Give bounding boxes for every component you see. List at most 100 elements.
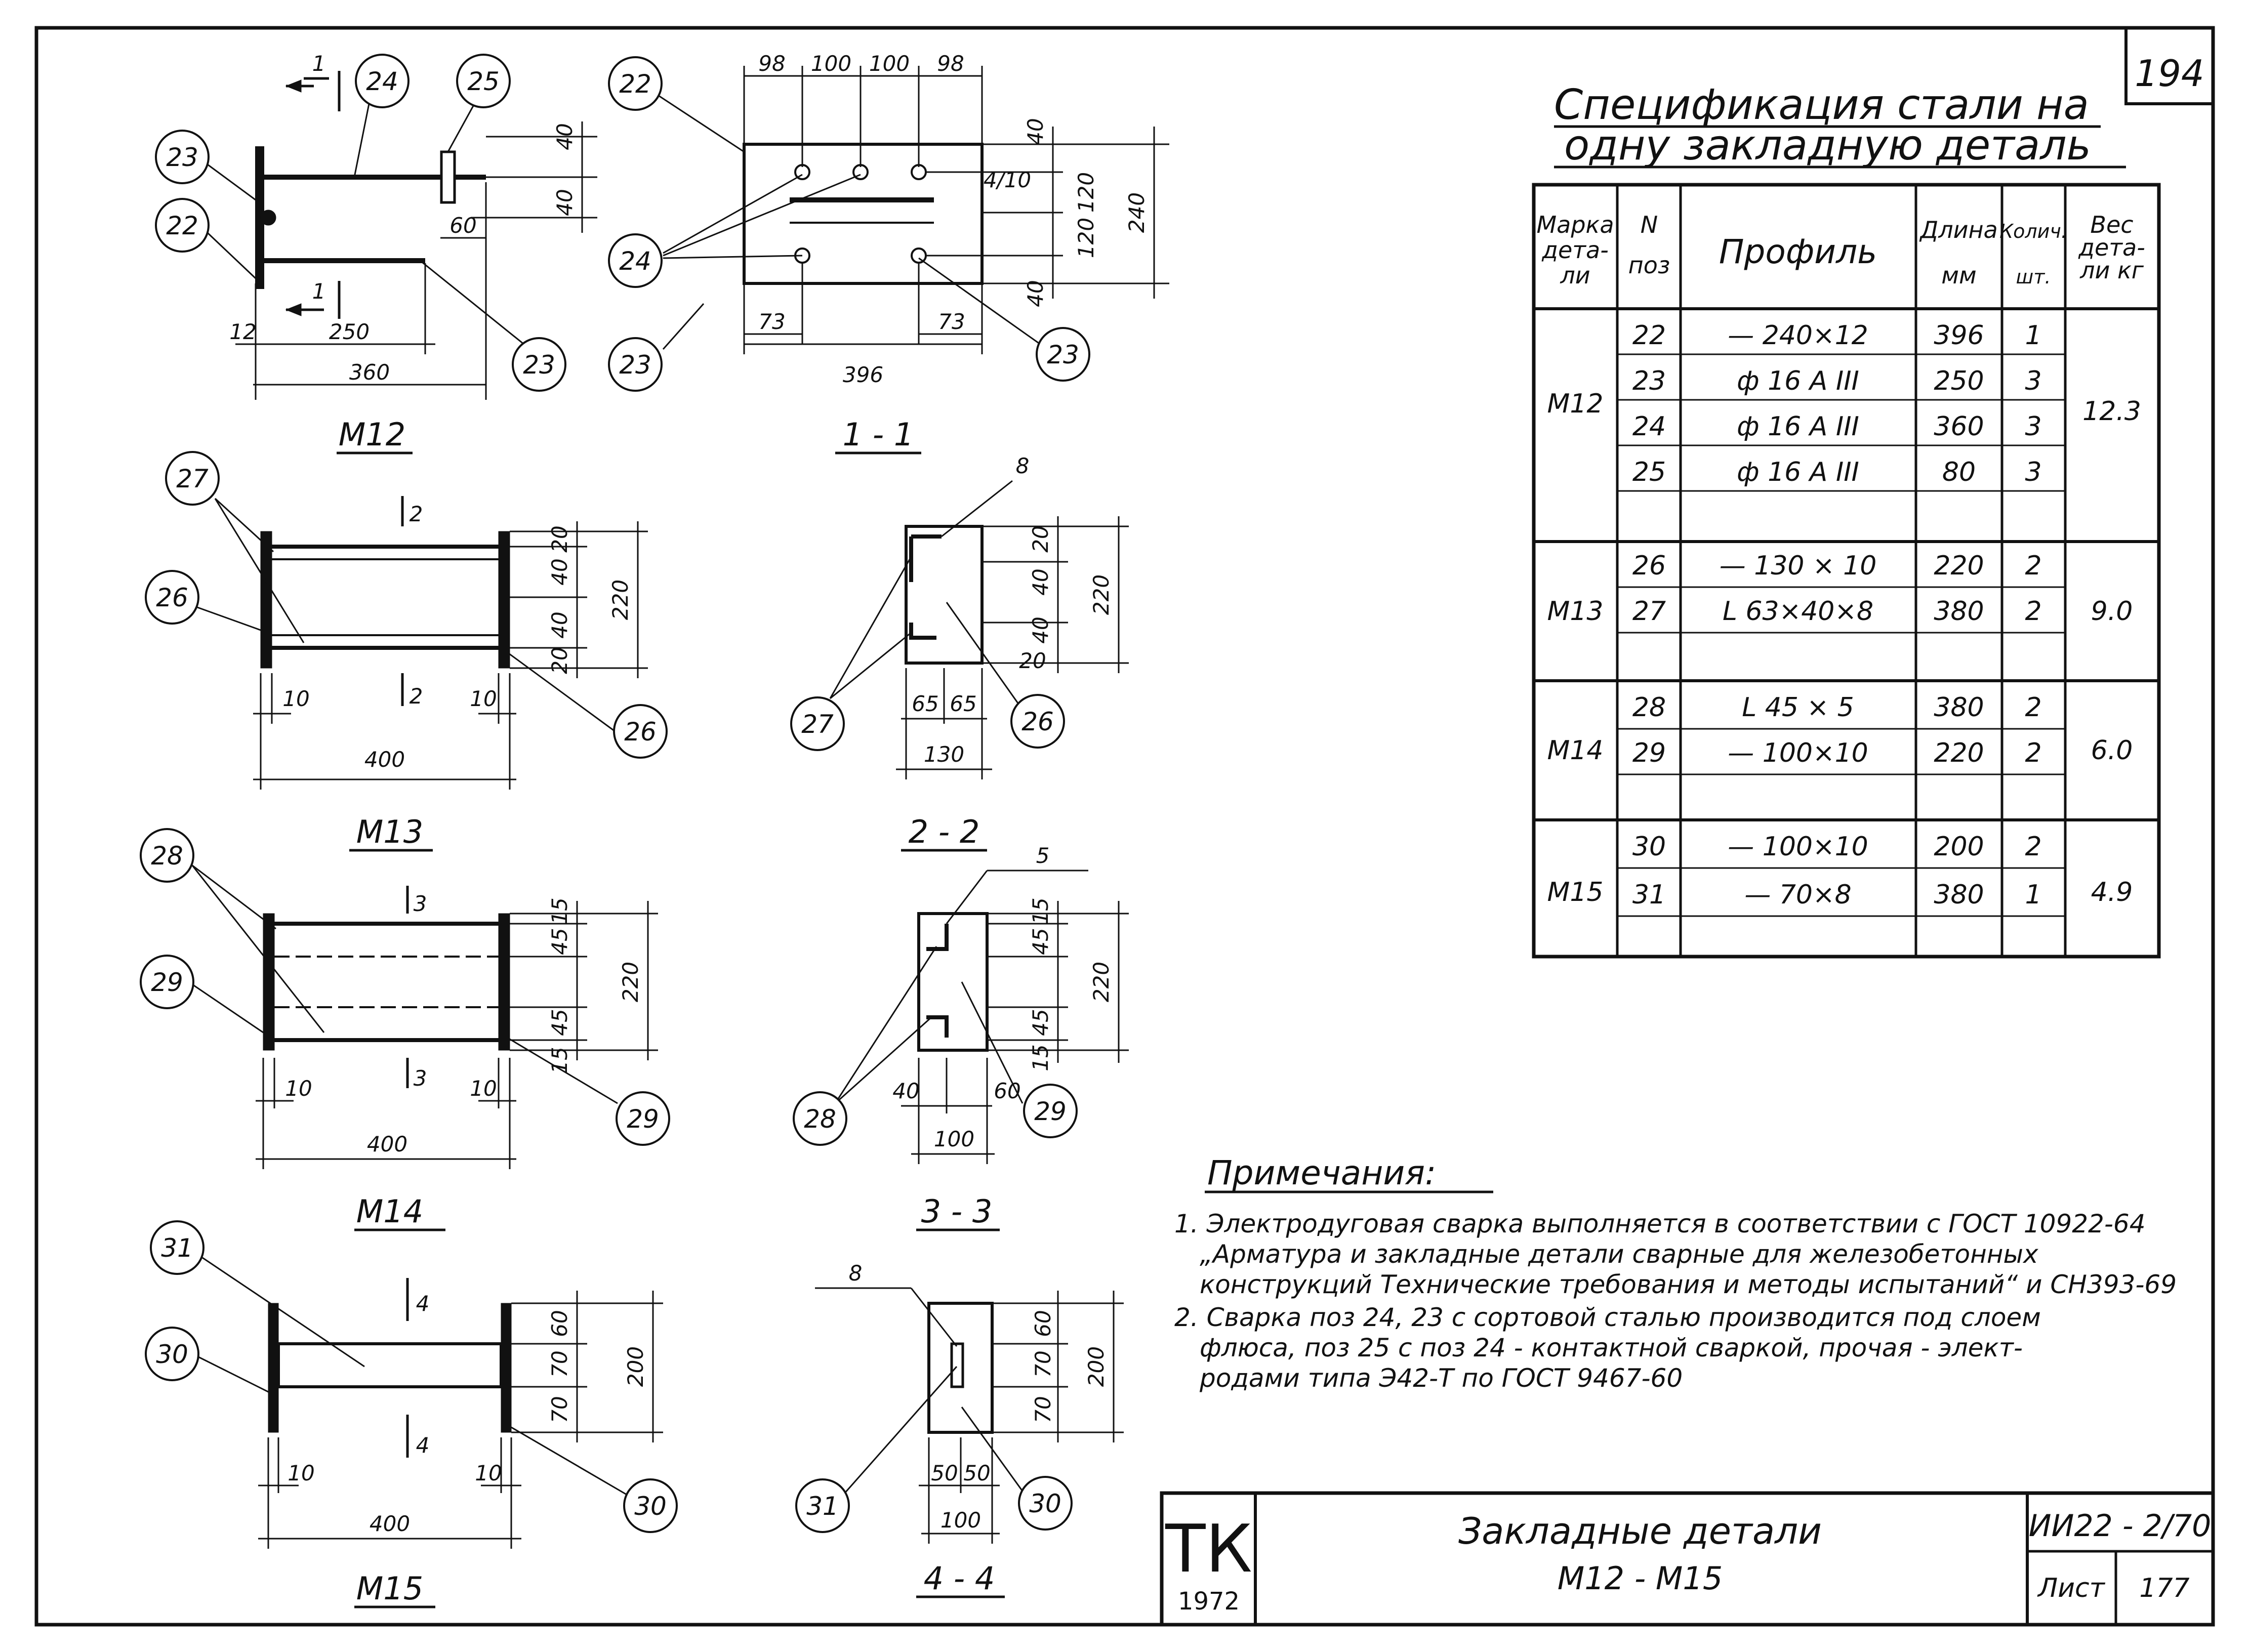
dim-label: 40 (1028, 616, 1053, 643)
dim-label: 20 (1019, 648, 1046, 673)
spec-marka: М14 (1547, 735, 1603, 766)
dim-label: 100 (934, 1127, 974, 1151)
spec-length: 360 (1934, 411, 1984, 442)
callout-bubble: 26 (1010, 694, 1065, 749)
dim-label: 15 (1028, 897, 1053, 924)
callout-bubble: 29 (1023, 1084, 1078, 1138)
hdr-marka-3: ли (1560, 262, 1590, 289)
hdr-weight-1: Вес (2090, 211, 2133, 238)
hdr-weight-3: ли кг (2079, 257, 2144, 284)
notes-title: Примечания: (1207, 1153, 1436, 1192)
page-number-box (2124, 26, 2215, 105)
dim-label: 220 (1089, 962, 1114, 1002)
dim-label: 45 (1028, 928, 1053, 955)
callout-bubble: 28 (140, 828, 194, 883)
svg-text:27: 27 (801, 710, 834, 739)
view-section-4-4 (815, 1287, 1124, 1544)
view-title: М14 (356, 1193, 423, 1230)
svg-text:30: 30 (156, 1340, 188, 1369)
spec-profile: ф 16 А III (1737, 366, 1859, 396)
view-m14 (256, 886, 658, 1169)
callout-bubble: 23 (1036, 327, 1090, 382)
stamp-title-line2: М12 - М15 (1558, 1560, 1723, 1597)
spec-profile: — 100×10 (1728, 738, 1868, 768)
spec-qty: 2 (2025, 738, 2041, 768)
dim-label: 15 (547, 1047, 572, 1073)
svg-text:30: 30 (634, 1492, 667, 1521)
mark-section-1: 1 (312, 51, 326, 76)
mark-section-2: 2 (410, 502, 423, 526)
callout-bubble: 30 (145, 1327, 199, 1381)
dim-label: 120 (1074, 218, 1098, 258)
page-number: 194 (2135, 52, 2204, 95)
spec-length: 250 (1934, 366, 1984, 396)
dim-label: 130 (924, 742, 964, 767)
dim-label: 40 (547, 558, 572, 585)
dim-label: 40 (1023, 118, 1048, 145)
dim-label: 250 (329, 319, 370, 344)
stamp-sheet-number: 177 (2139, 1573, 2189, 1603)
spec-pos: 25 (1632, 457, 1666, 487)
spec-pos: 27 (1632, 596, 1666, 627)
dim-label: 8 (849, 1261, 863, 1286)
dim-label: 10 (475, 1461, 502, 1485)
callout-bubble: 27 (165, 451, 220, 506)
note-line: 2. Сварка поз 24, 23 с сортовой сталью п… (1174, 1303, 2041, 1332)
svg-text:26: 26 (156, 583, 188, 612)
dim-label: 100 (811, 51, 851, 76)
spec-pos: 24 (1632, 411, 1666, 442)
spec-profile: L 63×40×8 (1723, 596, 1873, 627)
hdr-marka-1: Марка (1536, 211, 1614, 238)
spec-profile: — 100×10 (1728, 832, 1868, 862)
note-line: конструкций Технические требования и мет… (1200, 1270, 2177, 1299)
callout-bubble: 29 (616, 1091, 670, 1146)
spec-length: 220 (1934, 551, 1984, 581)
spec-weight: 12.3 (2082, 396, 2141, 427)
dim-label: 50 (963, 1461, 990, 1485)
dim-label: 10 (282, 686, 309, 711)
dim-label: 15 (1028, 1044, 1053, 1071)
callout-bubble: 22 (608, 56, 663, 111)
callout-bubble: 24 (608, 233, 663, 288)
note-line: флюса, поз 25 с поз 24 - контактной свар… (1200, 1333, 2023, 1362)
view-section-3-3 (901, 870, 1129, 1164)
dim-label: 220 (608, 580, 633, 620)
view-title: М13 (356, 813, 423, 850)
spec-qty: 2 (2025, 551, 2041, 581)
spec-marka: М12 (1547, 389, 1603, 419)
dim-label: 4/10 (984, 168, 1031, 192)
dim-label: 240 (1124, 192, 1149, 233)
spec-weight: 9.0 (2091, 596, 2133, 627)
hdr-length-2: мм (1941, 262, 1976, 289)
dim-label: 120 (1074, 172, 1098, 213)
svg-text:31: 31 (806, 1492, 839, 1521)
hdr-qty-1: Колич. (1999, 220, 2067, 242)
mark-section-1: 1 (312, 279, 326, 304)
view-section-2-2 (896, 480, 1129, 779)
stamp-year: 1972 (1178, 1587, 1240, 1616)
svg-text:31: 31 (161, 1233, 193, 1263)
svg-text:23: 23 (619, 350, 651, 380)
svg-text:23: 23 (523, 350, 555, 380)
view-title: 4 - 4 (924, 1560, 995, 1597)
svg-text:28: 28 (151, 841, 183, 871)
spec-profile: — 130 × 10 (1720, 551, 1877, 581)
spec-profile: — 70×8 (1744, 880, 1851, 910)
svg-text:25: 25 (467, 67, 500, 96)
callout-bubble: 29 (140, 955, 194, 1009)
dim-label: 60 (547, 1310, 572, 1337)
dim-label: 360 (349, 360, 390, 385)
stamp-sheet-label: Лист (2037, 1573, 2105, 1603)
hdr-weight-2: дета- (2078, 234, 2145, 261)
spec-length: 200 (1934, 832, 1984, 862)
dim-label: 65 (912, 691, 938, 716)
view-title: 1 - 1 (843, 416, 914, 453)
dim-label: 220 (618, 962, 643, 1002)
dim-label: 45 (547, 1009, 572, 1036)
mark-section-3: 3 (414, 891, 427, 916)
dim-label: 396 (843, 362, 883, 387)
spec-length: 80 (1942, 457, 1976, 487)
dim-label: 20 (547, 647, 572, 674)
svg-text:22: 22 (166, 211, 198, 240)
